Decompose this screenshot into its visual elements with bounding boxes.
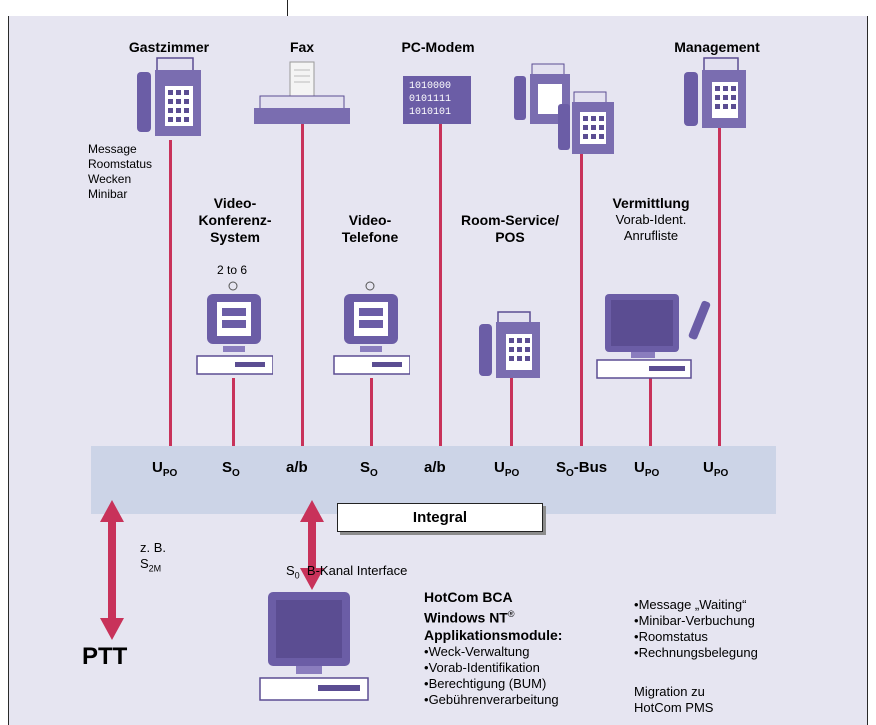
port-label: UPO <box>703 459 729 479</box>
line-roomservice <box>510 378 513 450</box>
list-item: Vorab-Identifikation <box>424 660 562 676</box>
list-item: Message „Waiting“ <box>634 597 758 613</box>
port-label: a/b <box>424 459 446 476</box>
feature-list: Message „Waiting“ Minibar-Verbuchung Roo… <box>634 597 758 661</box>
module-list: Weck-Verwaltung Vorab-Identifikation Ber… <box>424 644 562 708</box>
list-item: Minibar-Verbuchung <box>634 613 758 629</box>
port-label: UPO <box>152 459 178 479</box>
software-title: HotCom BCA Windows NT® Applikationsmodul… <box>424 589 563 643</box>
port-label: UPO <box>634 459 660 479</box>
video-konferenz-count: 2 to 6 <box>216 263 248 277</box>
interface-arrow <box>300 500 324 590</box>
port-label: SO <box>222 459 240 479</box>
software-block: HotCom BCA Windows NT® Applikationsmodul… <box>424 589 562 708</box>
list-item: Weck-Verwaltung <box>424 644 562 660</box>
integral-label: Integral <box>337 503 543 532</box>
line-management <box>718 128 721 450</box>
top-divider <box>287 0 288 16</box>
video-conference-terminal-icon <box>196 281 273 375</box>
line-vermittlung <box>649 378 652 450</box>
port-label: a/b <box>286 459 308 476</box>
operator-phones-icon <box>514 63 614 154</box>
pc-modem-label: PC-Modem <box>401 39 475 55</box>
integral-bus <box>91 446 776 514</box>
fax-icon <box>254 61 350 124</box>
list-item: Roomstatus <box>634 629 758 645</box>
guest-phone-icon <box>137 57 201 136</box>
ptt-label: PTT <box>82 643 128 670</box>
link-label: z. B. S2M <box>140 540 167 574</box>
port-label: SO-Bus <box>556 459 608 479</box>
line-pcmodem <box>439 124 442 450</box>
management-phone-icon <box>684 57 746 128</box>
list-item: Rechnungsbelegung <box>634 645 758 661</box>
list-item: Berechtigung (BUM) <box>424 676 562 692</box>
port-label: UPO <box>494 459 520 479</box>
line-vermittlungsplatz <box>580 150 583 450</box>
room-service-label: Room-Service/ POS <box>460 212 560 245</box>
interface-label: S0 B-Kanal Interface <box>286 563 408 581</box>
management-label: Management <box>674 39 760 55</box>
operator-workstation-icon <box>596 294 711 379</box>
guest-features: Message Roomstatus Wecken Minibar <box>88 142 153 201</box>
line-fax <box>301 124 304 450</box>
ptt-link-arrow <box>100 500 124 640</box>
gastzimmer-label: Gastzimmer <box>128 39 210 55</box>
room-service-phone-icon <box>479 311 540 378</box>
fax-label: Fax <box>289 39 315 55</box>
video-konferenz-label: Video- Konferenz- System <box>198 195 272 245</box>
list-item: Gebührenverarbeitung <box>424 692 562 708</box>
vermittlung-sublabel: Vorab-Ident. Anrufliste <box>615 212 687 243</box>
vermittlung-label: Vermittlung <box>612 195 690 211</box>
port-label: SO <box>360 459 378 479</box>
video-telephone-terminal-icon <box>333 281 410 375</box>
migration-note: Migration zu HotCom PMS <box>634 684 714 715</box>
modem-icon: 1010000 0101111 1010101 <box>403 76 471 124</box>
line-videotelefon <box>370 378 373 450</box>
pc-workstation-icon <box>259 592 369 701</box>
line-videokonferenz <box>232 378 235 450</box>
line-gastzimmer <box>169 140 172 450</box>
video-telefone-label: Video- Telefone <box>341 212 399 245</box>
